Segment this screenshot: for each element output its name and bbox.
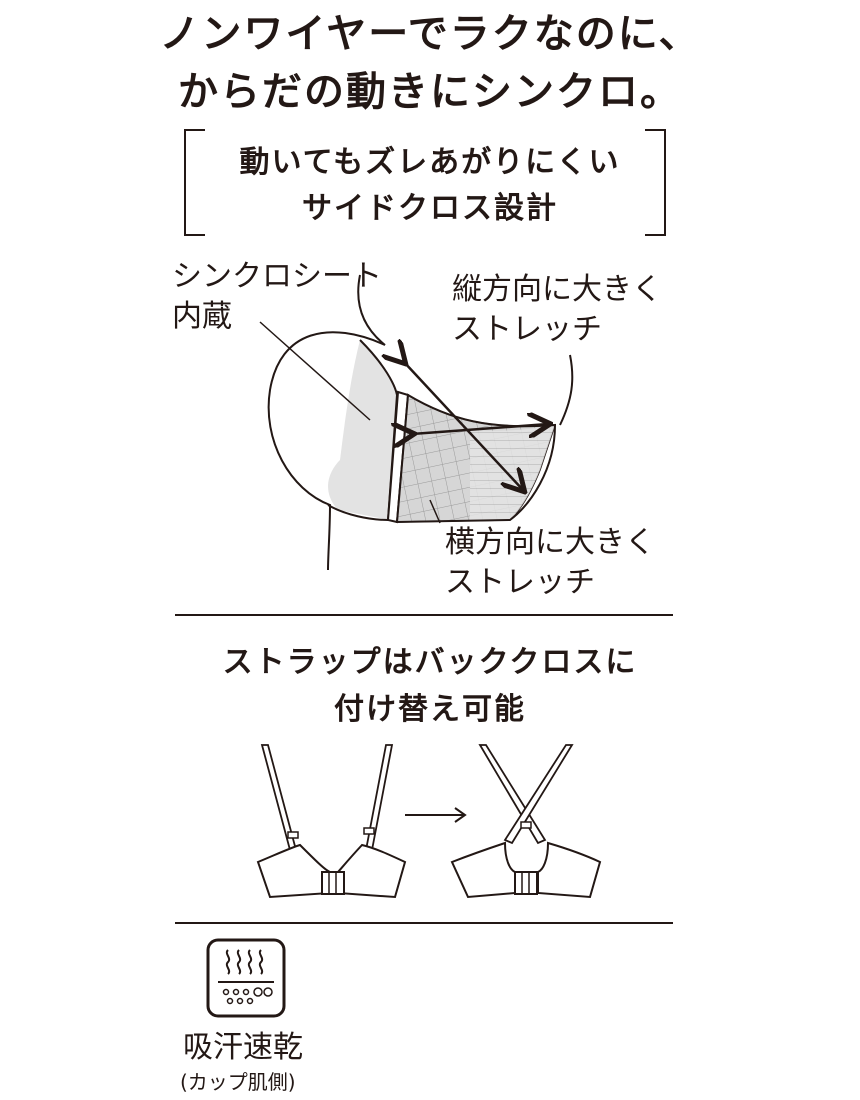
synchro-sheet — [328, 340, 398, 520]
section2-title-line-1: ストラップはバッククロスに — [222, 645, 638, 680]
horizontal-leader-line — [429, 499, 441, 524]
sweat-absorb-icon — [206, 938, 286, 1018]
vertical-stretch-label-line-1: 縦方向に大きく — [452, 272, 662, 307]
sheet-label-line-1: シンクロシート — [172, 259, 382, 294]
sheet-label-line-2: 内蔵 — [172, 299, 232, 334]
horizontal-stretch-label-line-1: 横方向に大きく — [445, 525, 655, 560]
section-divider — [175, 614, 673, 616]
horizontal-stretch-arrow — [412, 424, 548, 434]
sheet-leader-line — [259, 321, 371, 421]
headline-line-1: ノンワイヤーでラクなのに、 — [159, 11, 701, 57]
body-outline — [267, 274, 386, 571]
straight-strap-bra — [256, 744, 407, 899]
conversion-arrow-icon — [405, 807, 467, 823]
section1-title-line-2: サイドクロス設計 — [302, 191, 558, 226]
feature-label: 吸汗速乾 — [183, 1030, 303, 1065]
back-outline — [559, 354, 574, 426]
cross-strap-bra — [450, 744, 602, 899]
headline-line-2: からだの動きにシンクロ。 — [178, 69, 682, 115]
section1-title-line-1: 動いてもズレあがりにくい — [239, 145, 621, 180]
horizontal-stretch-label-line-2: ストレッチ — [445, 565, 595, 600]
feature-note: (カップ肌側) — [180, 1070, 296, 1094]
section-divider — [175, 922, 673, 924]
vertical-stretch-label-line-2: ストレッチ — [452, 312, 602, 347]
section2-title-line-2: 付け替え可能 — [334, 692, 526, 727]
